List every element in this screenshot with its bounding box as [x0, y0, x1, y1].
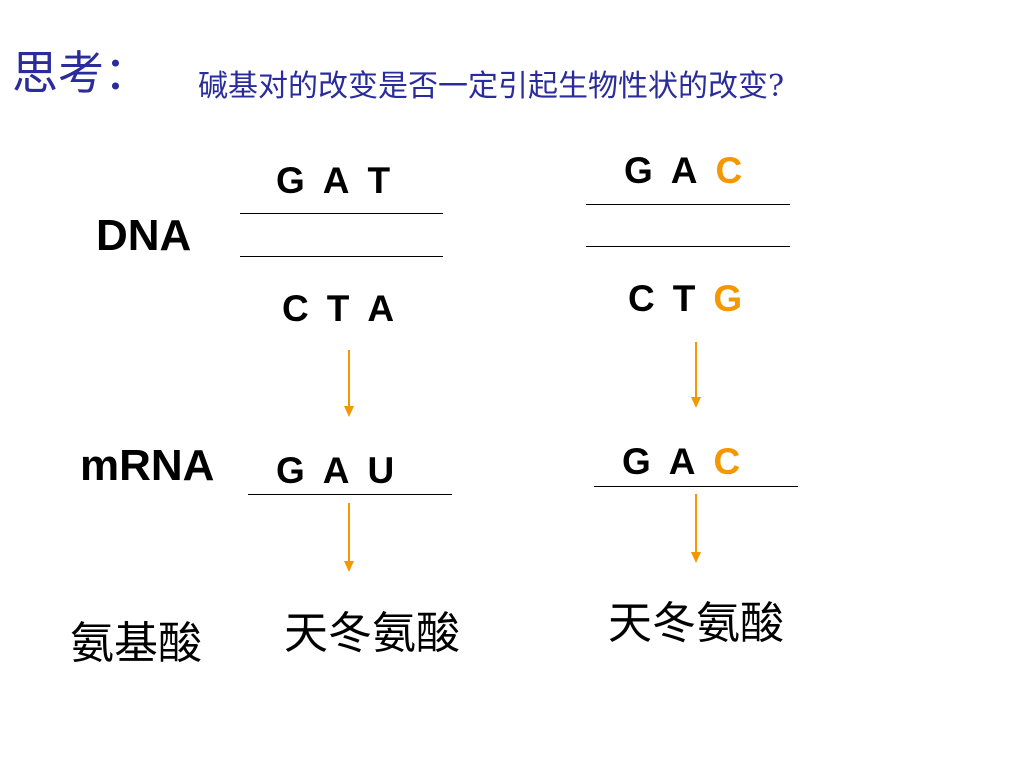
left-dna-bottom-base-2: T: [326, 288, 350, 329]
right-transcription-arrow: [691, 342, 701, 408]
left-mrna-base-1: G: [276, 450, 305, 491]
left-dna-top-base-2: A: [322, 160, 350, 201]
right-translation-arrow: [691, 494, 701, 563]
right-dna-strand-line-top: [586, 204, 790, 205]
left-mrna-base-2: A: [322, 450, 350, 491]
right-dna-bottom-base-2: T: [672, 278, 696, 319]
left-translation-arrow: [344, 503, 354, 572]
title-question: 碱基对的改变是否一定引起生物性状的改变?: [198, 69, 785, 104]
left-amino-acid: 天冬氨酸: [284, 608, 460, 659]
right-mrna-strand-line: [594, 486, 798, 487]
right-dna-strand-line-bottom: [586, 246, 790, 247]
right-mrna-base-3-mutated: C: [713, 441, 741, 482]
left-dna-top-base-1: G: [276, 160, 305, 201]
right-dna-top-base-1: G: [624, 150, 653, 191]
right-mrna-base-2: A: [668, 441, 696, 482]
right-dna-bottom-base-1: C: [628, 278, 655, 319]
right-amino-acid: 天冬氨酸: [608, 598, 784, 649]
dna-label: DNA: [96, 211, 192, 260]
left-dna-bottom-base-3: A: [367, 288, 395, 329]
amino-acid-label: 氨基酸: [70, 618, 202, 669]
left-dna-strand-line-top: [240, 213, 443, 214]
right-dna-bottom-base-3-mutated: G: [713, 278, 743, 319]
left-dna-top-base-3: T: [367, 160, 391, 201]
left-mrna-base-3: U: [367, 450, 395, 491]
left-dna-bottom-base-1: C: [282, 288, 309, 329]
title-prefix: 思考：: [12, 46, 150, 100]
right-dna-top-base-2: A: [670, 150, 698, 191]
left-mrna-strand-line: [248, 494, 452, 495]
right-dna-top-base-3-mutated: C: [715, 150, 743, 191]
right-mrna-base-1: G: [622, 441, 651, 482]
mrna-label: mRNA: [80, 441, 215, 490]
left-dna-strand-line-bottom: [240, 256, 443, 257]
left-transcription-arrow: [344, 350, 354, 417]
